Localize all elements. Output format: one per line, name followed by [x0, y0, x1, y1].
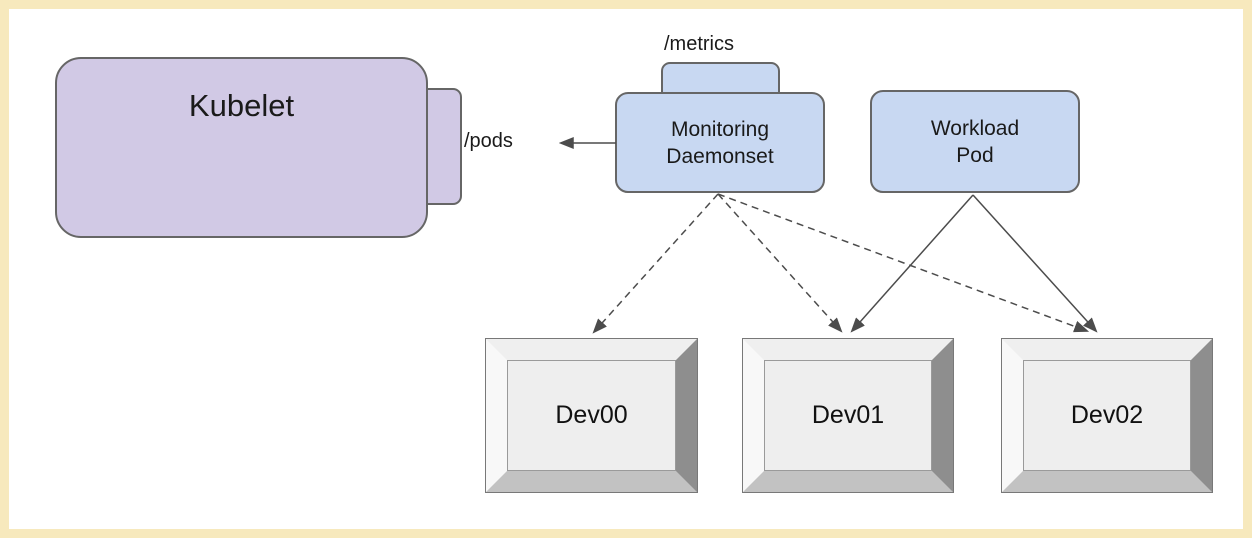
- device-label: Dev01: [764, 360, 932, 471]
- device-bevel: Dev00: [486, 339, 697, 492]
- monitoring-daemonset-label: Monitoring Daemonset: [666, 117, 774, 168]
- device-label: Dev00: [507, 360, 676, 471]
- edge-monitoring-daemonset-to-dev00: [592, 193, 719, 334]
- device-node-dev02: Dev02: [1001, 338, 1213, 493]
- device-bevel: Dev01: [743, 339, 953, 492]
- device-bevel: Dev02: [1002, 339, 1212, 492]
- edge-workload-pod-to-dev02: [972, 194, 1098, 333]
- pods-endpoint-label: /pods: [464, 130, 513, 152]
- edge-workload-pod-to-dev01: [850, 194, 974, 333]
- edge-monitoring-daemonset-to-dev02: [717, 193, 1090, 333]
- workload-pod-node: Workload Pod: [870, 90, 1080, 193]
- edge-monitoring-daemonset-to-dev01: [717, 193, 843, 333]
- workload-pod-label: Workload Pod: [930, 116, 1020, 167]
- metrics-endpoint-label: /metrics: [664, 33, 734, 55]
- device-node-dev01: Dev01: [742, 338, 954, 493]
- kubelet-label: Kubelet: [188, 88, 295, 123]
- device-node-dev00: Dev00: [485, 338, 698, 493]
- kubelet-node: Kubelet: [55, 57, 428, 238]
- device-label: Dev02: [1023, 360, 1191, 471]
- monitoring-daemonset-node: Monitoring Daemonset: [615, 92, 825, 193]
